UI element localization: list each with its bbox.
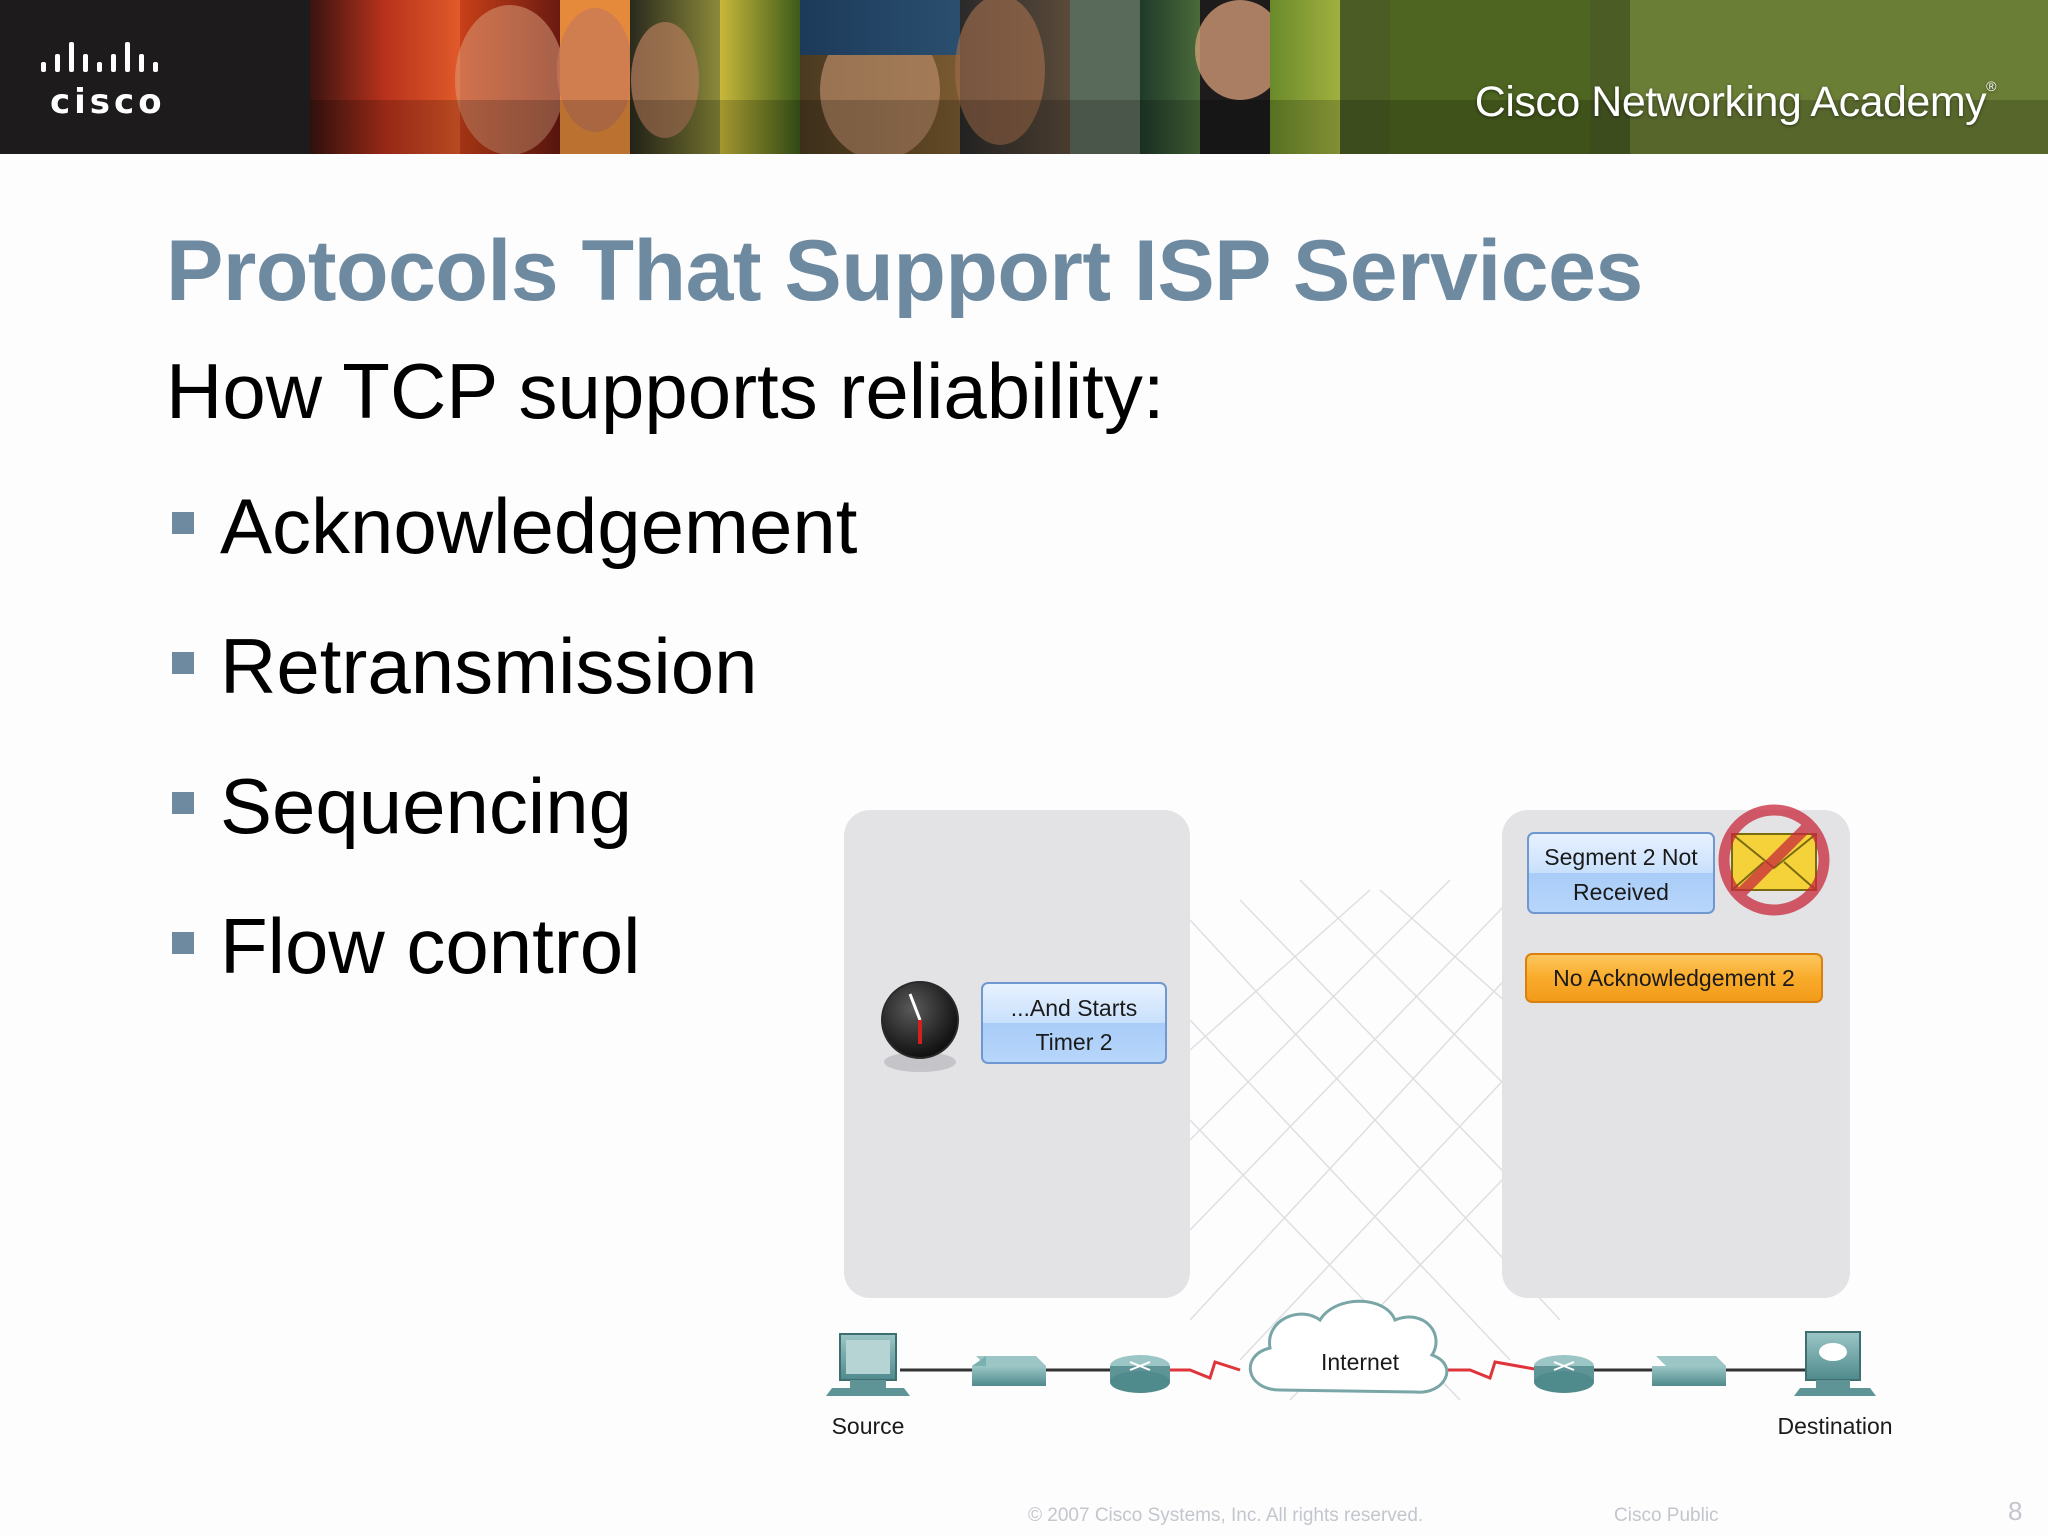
footer-classification: Cisco Public [1614, 1505, 1719, 1526]
slide-subtitle: How TCP supports reliability: [166, 347, 1165, 435]
bullet-label: Sequencing [220, 762, 633, 850]
source-label: Source [832, 1413, 905, 1439]
bullet-label: Retransmission [220, 622, 758, 710]
cisco-logo-icon [41, 42, 158, 72]
bullet-square-icon [172, 652, 194, 674]
segment-not-received-line1: Segment 2 Not [1544, 844, 1698, 870]
bullet-square-icon [172, 932, 194, 954]
router-icon [1110, 1355, 1170, 1393]
tcp-reliability-diagram: ...And Starts Timer 2 Segment 2 Not Rece… [826, 804, 1893, 1439]
bullet-item: Retransmission [170, 626, 857, 766]
no-symbol-icon [1718, 804, 1830, 916]
header-banner: cisco Cisco Networking Academy® [0, 0, 2048, 154]
starts-timer-box: ...And Starts Timer 2 [981, 982, 1167, 1064]
bullet-item: Flow control [170, 906, 857, 1046]
starts-timer-line2: Timer 2 [1035, 1029, 1112, 1055]
switch-icon [1652, 1356, 1726, 1386]
academy-label: Cisco Networking Academy [1474, 78, 1987, 126]
page-number: 8 [2008, 1496, 2023, 1526]
registered-mark: ® [1986, 78, 1996, 94]
segment-not-received-line2: Received [1573, 879, 1669, 905]
footer-copyright: © 2007 Cisco Systems, Inc. All rights re… [1028, 1505, 1424, 1526]
bullet-label: Acknowledgement [220, 482, 858, 570]
lattice-background [1189, 879, 1561, 1401]
banner-photo-strip [310, 0, 2048, 154]
cisco-wordmark: cisco [50, 82, 166, 122]
bullet-label: Flow control [220, 902, 641, 990]
starts-timer-line1: ...And Starts [1011, 995, 1138, 1021]
academy-name: Cisco Networking Academy® [1474, 78, 1997, 127]
envelope-icon [1731, 833, 1817, 891]
clock-icon [881, 981, 959, 1072]
switch-icon [972, 1356, 1046, 1386]
destination-panel [1502, 810, 1850, 1298]
slide-title: Protocols That Support ISP Services [166, 223, 1643, 319]
bullet-list: Acknowledgement Retransmission Sequencin… [170, 486, 857, 1046]
network-topology: Internet Source Destinatio [826, 1299, 1893, 1439]
server-icon [1794, 1331, 1876, 1396]
cloud-label: Internet [1321, 1349, 1400, 1375]
bullet-square-icon [172, 792, 194, 814]
bullet-square-icon [172, 512, 194, 534]
bullet-item: Sequencing [170, 766, 857, 906]
no-acknowledgement-label: No Acknowledgement 2 [1553, 965, 1795, 991]
router-icon [1534, 1355, 1594, 1393]
bullet-item: Acknowledgement [170, 486, 857, 626]
pc-icon [826, 1333, 910, 1396]
cloud-icon: Internet [1248, 1299, 1449, 1394]
segment-not-received-box: Segment 2 Not Received [1527, 832, 1715, 914]
destination-label: Destination [1777, 1413, 1892, 1439]
no-acknowledgement-box: No Acknowledgement 2 [1525, 953, 1823, 1003]
